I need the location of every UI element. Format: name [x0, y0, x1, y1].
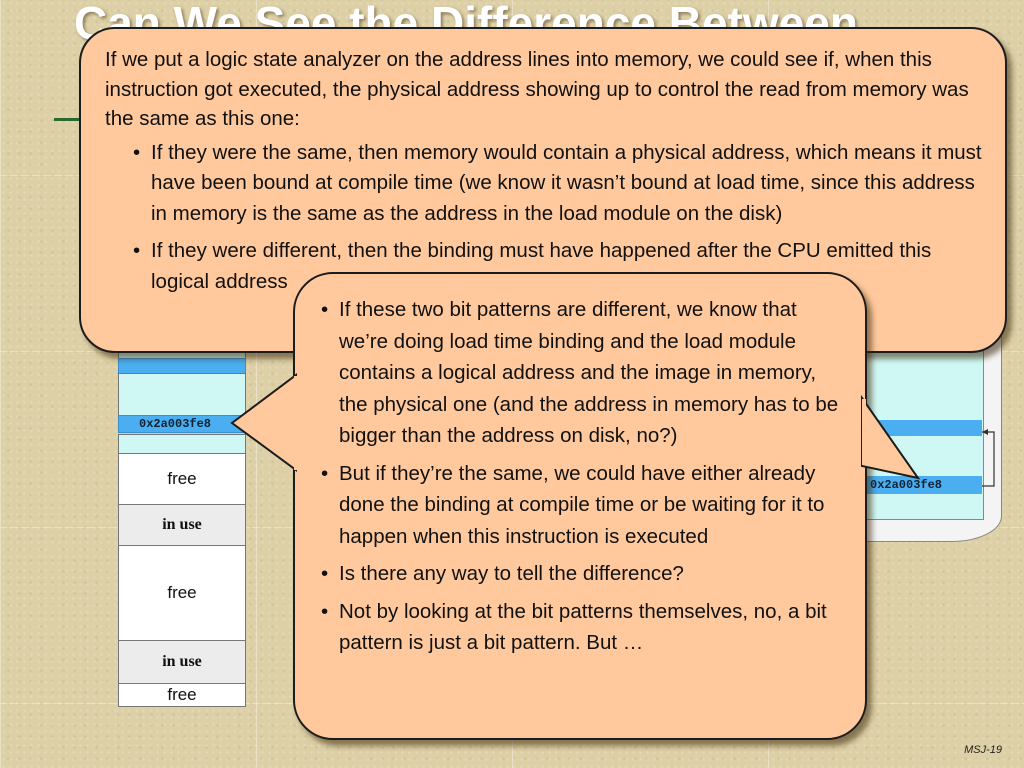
memory-segment-image [118, 373, 246, 417]
memory-block-in-use: in use [118, 640, 246, 684]
memory-block-free: free [118, 683, 246, 707]
callout-bullet: Not by looking at the bit patterns thems… [315, 596, 849, 659]
memory-column: 0x2a003fe8 free in use free in use free [118, 335, 246, 707]
callout-intro-text: If we put a logic state analyzer on the … [105, 48, 969, 130]
memory-address-label: 0x2a003fe8 [139, 417, 212, 431]
callout-bullet: Is there any way to tell the difference? [315, 558, 849, 590]
memory-block-label: free [167, 583, 197, 602]
memory-highlight-band [118, 358, 246, 374]
callout-bullet: If they were different, then the binding… [127, 236, 983, 297]
memory-segment-image [118, 434, 246, 454]
memory-address-cell: 0x2a003fe8 [118, 415, 244, 433]
title-underline [54, 118, 84, 121]
disk-address-label: 0x2a003fe8 [870, 478, 943, 492]
memory-block-free: free [118, 453, 246, 505]
callout-bit-patterns: If these two bit patterns are different,… [293, 272, 867, 740]
memory-block-label: free [167, 685, 197, 704]
disk-address-cell: 0x2a003fe8 [866, 476, 982, 494]
callout-bullet-list: If these two bit patterns are different,… [315, 294, 849, 659]
slide-footer: MSJ-19 [964, 744, 1002, 756]
callout-bullet: But if they’re the same, we could have e… [315, 458, 849, 553]
memory-block-label: in use [162, 516, 202, 533]
callout-bullet-list: If they were the same, then memory would… [105, 138, 983, 298]
callout-bullet: If these two bit patterns are different,… [315, 294, 849, 452]
memory-block-free: free [118, 545, 246, 641]
memory-block-in-use: in use [118, 504, 246, 546]
memory-block-label: free [167, 469, 197, 488]
callout-bullet: If they were the same, then memory would… [127, 138, 983, 230]
memory-block-label: in use [162, 653, 202, 670]
